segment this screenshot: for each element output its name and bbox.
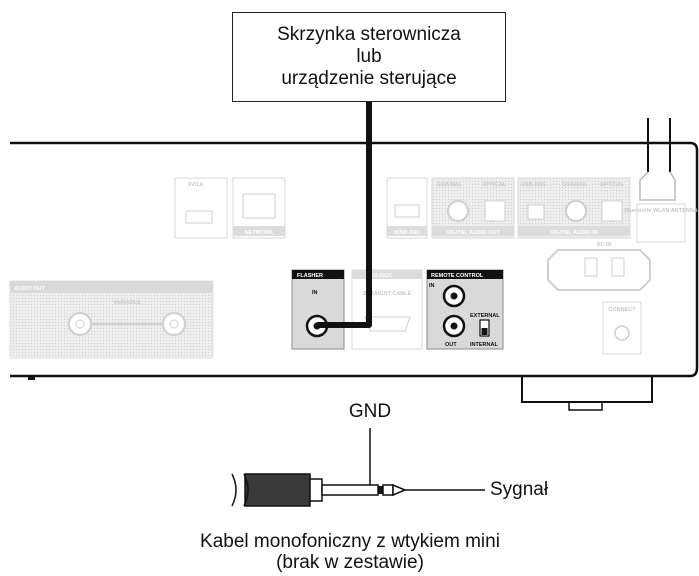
control-box-line2: lub [356, 46, 382, 67]
internal-label: INTERNAL [470, 342, 498, 348]
straight-cable-label: STRAIGHT CABLE [363, 291, 412, 297]
bluetooth-antenna-label: Bluetooth/ WLAN ANTENNA [624, 208, 697, 214]
remote-control-label: REMOTE CONTROL [431, 273, 484, 279]
connect-label: CONNECT [608, 307, 636, 313]
cable-caption-line1: Kabel monofoniczny z wtykiem mini [200, 531, 500, 552]
usb-dac-label: USB-DAC [521, 182, 546, 188]
external-label: EXTERNAL [470, 313, 500, 319]
control-box-line1: Skrzynka sterownicza [277, 24, 461, 45]
gnd-leader-line [369, 428, 382, 491]
hdmi-arc-label: HDMI ARC [393, 230, 420, 236]
usb-port [174, 177, 228, 239]
control-box: Skrzynka sterownicza lub urządzenie ster… [232, 12, 506, 102]
wlan-antenna [636, 118, 686, 243]
panel-labels: 5V/1A NETWORK HDMI ARC COAXIAL OPTICAL D… [14, 182, 698, 348]
usb-rating-label: 5V/1A [188, 182, 203, 188]
digital-audio-out-ports [431, 177, 515, 239]
digital-audio-out-label: DIGITAL AUDIO OUT [446, 230, 500, 236]
audio-out-label: AUDIO OUT [14, 286, 46, 292]
cable-caption-line2: (brak w zestawie) [276, 552, 424, 573]
digital-audio-in-ports [517, 177, 631, 239]
coaxial-in-label: COAXIAL [562, 182, 587, 188]
flasher-cable [318, 102, 372, 328]
coaxial-out-label: COAXIAL [437, 182, 462, 188]
variable-label: VARIABLE [113, 300, 141, 306]
rs232c-label: RS-232C [370, 273, 393, 279]
rear-panel [10, 141, 699, 411]
digital-audio-in-label: DIGITAL AUDIO IN [550, 230, 598, 236]
ac-in-label: AC IN [597, 242, 612, 248]
rs232c-port [351, 269, 423, 350]
flasher-in-jack [291, 269, 345, 350]
connect-button [602, 301, 642, 355]
mini-plug [231, 473, 407, 507]
network-label: NETWORK [245, 230, 273, 236]
rc-in-label: IN [429, 283, 435, 289]
network-port [232, 177, 286, 239]
control-box-line3: urządzenie sterujące [281, 68, 457, 89]
signal-label: Sygnał [490, 479, 549, 500]
optical-in-label: OPTICAL [600, 182, 625, 188]
ac-in-socket [547, 249, 651, 291]
gnd-label: GND [348, 401, 392, 422]
remote-control-jacks [426, 269, 504, 350]
flasher-label: FLASHER [297, 273, 323, 279]
audio-out-ports [9, 280, 214, 359]
optical-out-label: OPTICAL [482, 182, 507, 188]
flasher-in-label: IN [312, 290, 318, 296]
hdmi-arc-port [386, 177, 428, 239]
rc-out-label: OUT [445, 342, 457, 348]
